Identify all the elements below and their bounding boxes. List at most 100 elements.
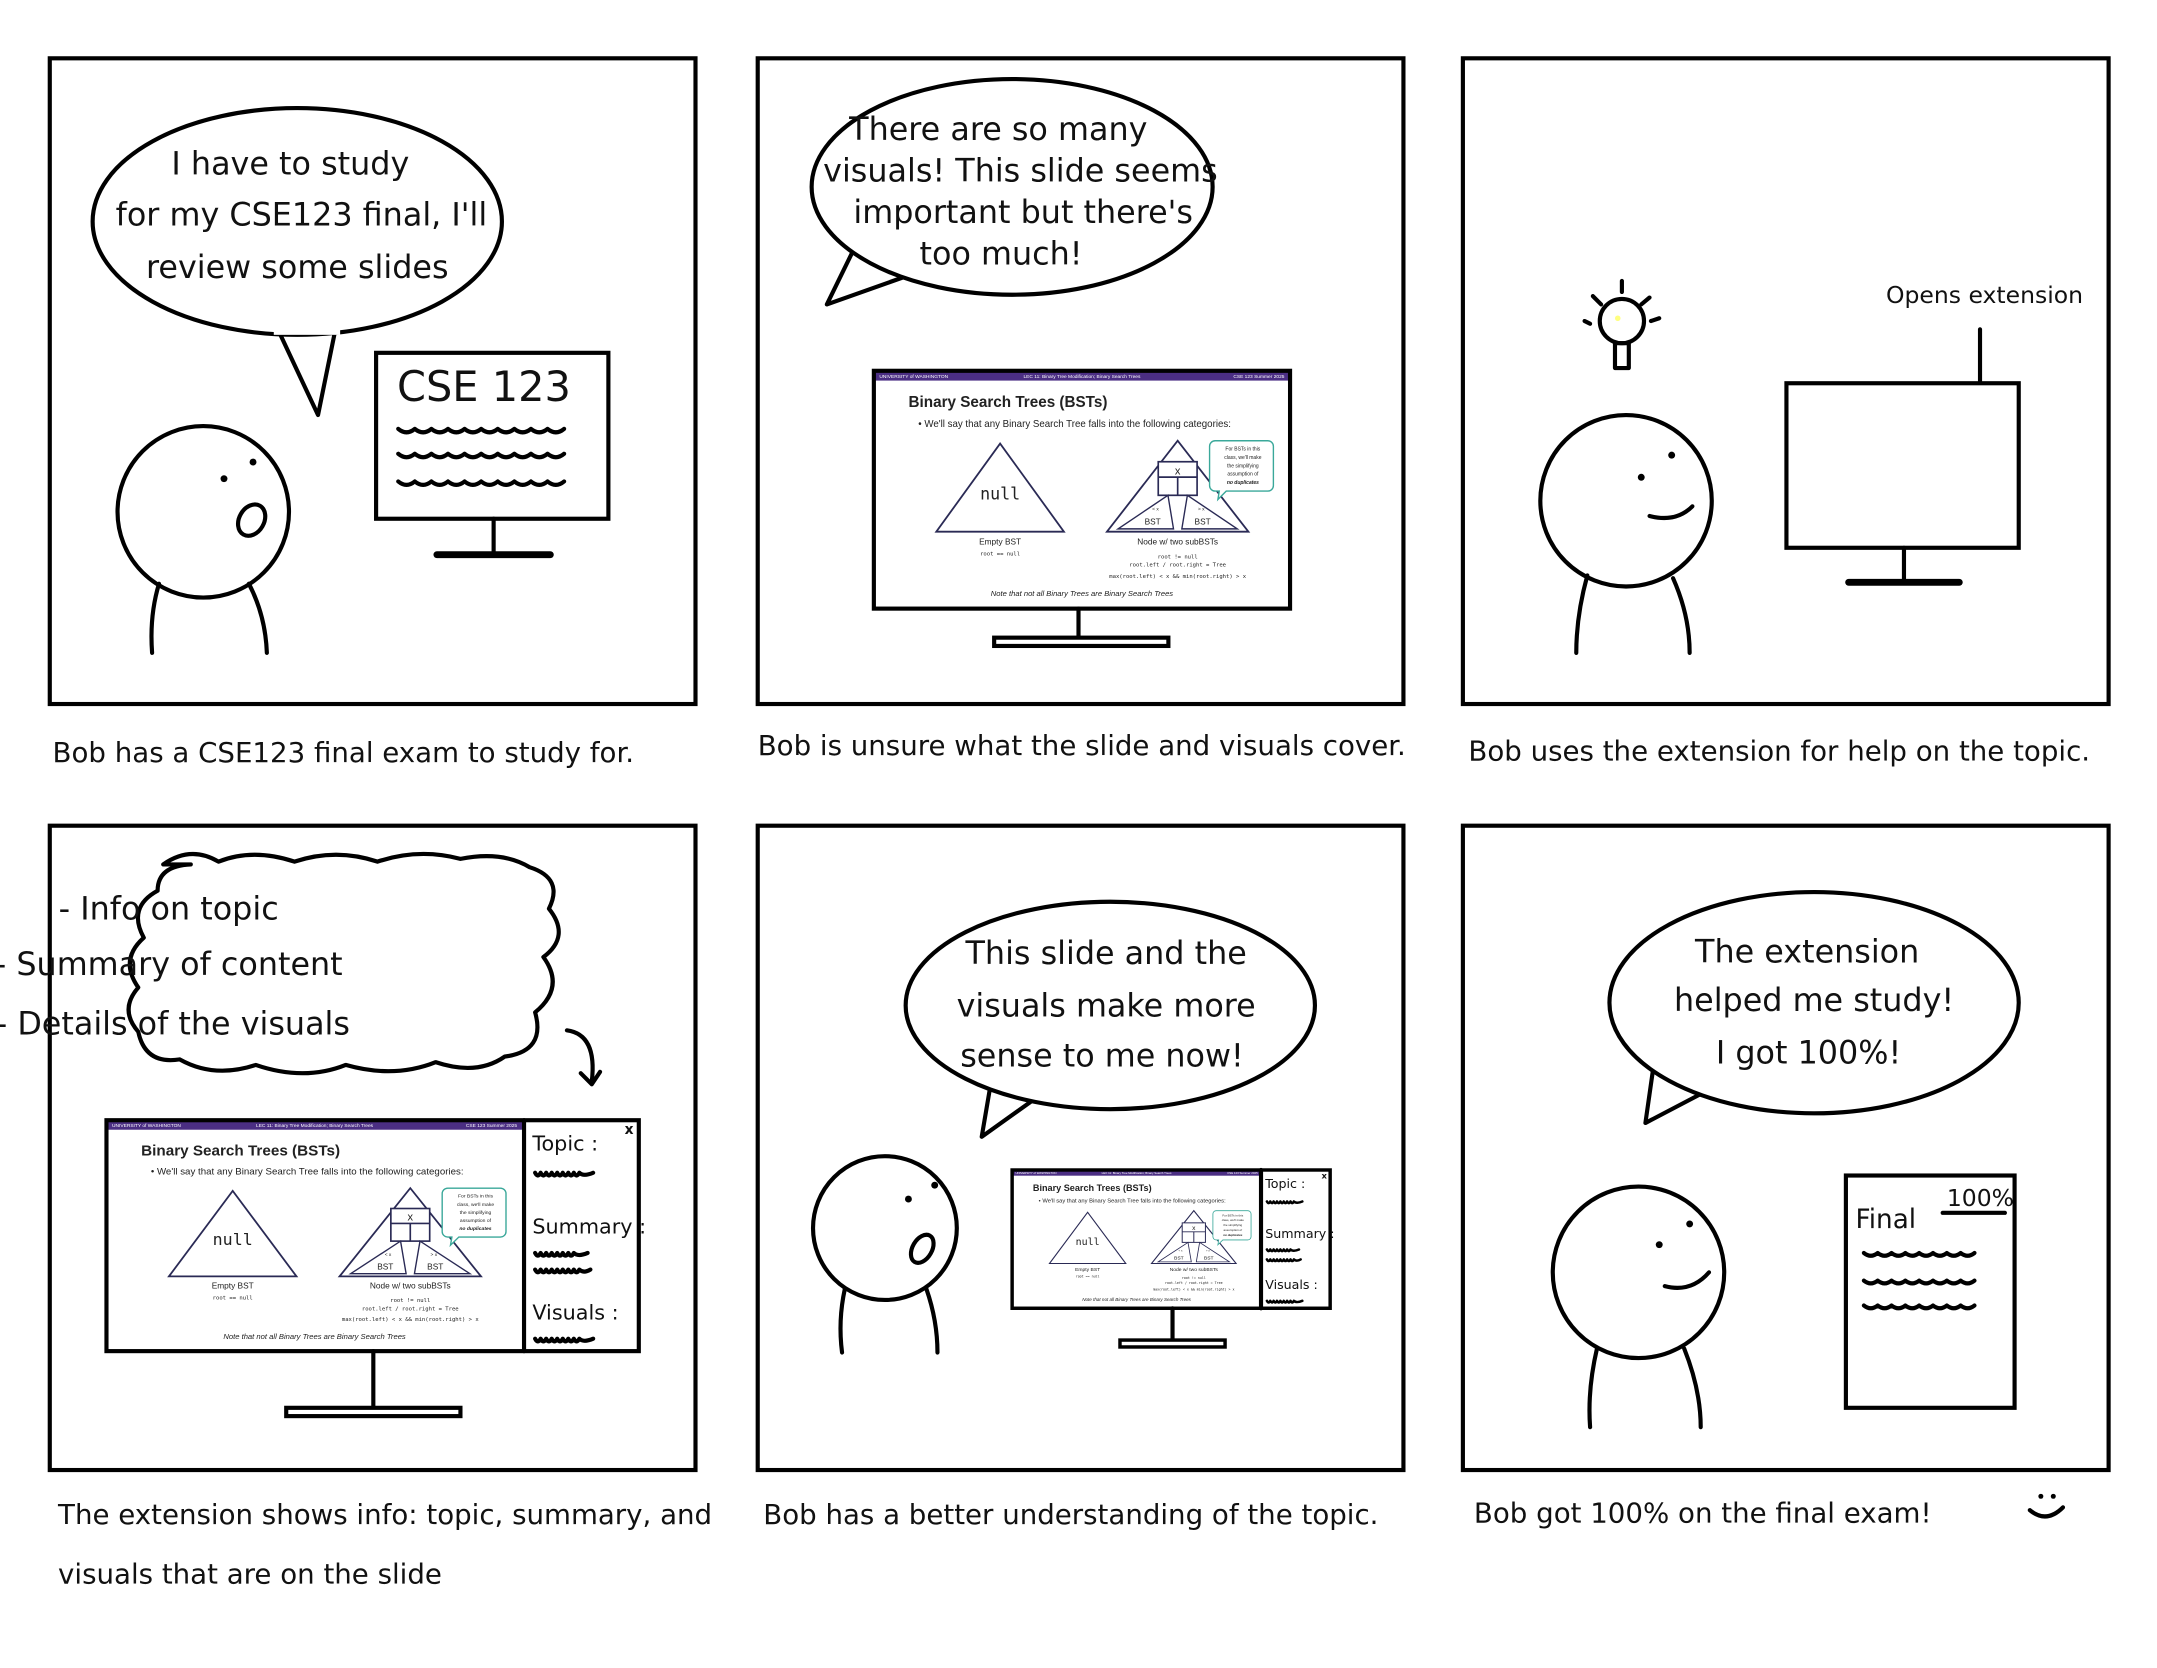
svg-text:class, we'll make: class, we'll make bbox=[457, 1202, 495, 1208]
exam-paper: Final 100% bbox=[1843, 1173, 2017, 1410]
svg-text:This slide and the: This slide and the bbox=[965, 935, 1247, 972]
caption: Bob has a CSE123 final exam to study for… bbox=[53, 736, 635, 769]
caption: Bob has a better understanding of the to… bbox=[763, 1498, 1378, 1531]
surprised-mouth bbox=[908, 1232, 936, 1265]
caption: The extension shows info: topic, summary… bbox=[57, 1498, 712, 1531]
svg-text:Note that not all Binary Trees: Note that not all Binary Trees are Binar… bbox=[1082, 1297, 1191, 1302]
extension-panel: x Topic : Summary : Visuals : bbox=[1261, 1169, 1335, 1309]
bob-character bbox=[115, 424, 292, 655]
svg-text:important but there's: important but there's bbox=[853, 194, 1193, 231]
svg-text:sense to me now!: sense to me now! bbox=[960, 1037, 1244, 1074]
slide-title: Binary Search Trees (BSTs) bbox=[1033, 1183, 1152, 1193]
svg-text:LEC 11: Binary Tree Modificati: LEC 11: Binary Tree Modification; Binary… bbox=[1023, 374, 1140, 380]
caption: visuals that are on the slide bbox=[58, 1557, 442, 1590]
svg-text:< x: < x bbox=[1179, 1248, 1184, 1252]
slide-header-bar bbox=[1012, 1169, 1262, 1176]
svg-text:no duplicates: no duplicates bbox=[459, 1226, 491, 1232]
slide-title: Binary Search Trees (BSTs) bbox=[141, 1143, 340, 1160]
close-icon: x bbox=[1322, 1170, 1328, 1180]
svg-text:Empty BST: Empty BST bbox=[979, 536, 1021, 546]
svg-text:visuals! This slide seems: visuals! This slide seems bbox=[823, 152, 1218, 189]
thought-cloud bbox=[126, 851, 561, 1076]
svg-text:x: x bbox=[408, 1212, 414, 1224]
smile bbox=[1662, 1270, 1712, 1290]
callout-bubble bbox=[1212, 1210, 1252, 1247]
svg-text:LEC 11: Binary Tree Modificati: LEC 11: Binary Tree Modification; Binary… bbox=[1102, 1171, 1172, 1175]
svg-text:For BSTs in this: For BSTs in this bbox=[458, 1194, 493, 1200]
svg-text:BST: BST bbox=[1145, 517, 1161, 527]
slide-title: Binary Search Trees (BSTs) bbox=[909, 394, 1108, 411]
smiley-icon bbox=[2027, 1493, 2066, 1519]
empty-bst-triangle bbox=[934, 442, 1066, 533]
svg-text:no duplicates: no duplicates bbox=[1227, 480, 1259, 486]
svg-text:UNIVERSITY of WASHINGTON: UNIVERSITY of WASHINGTON bbox=[1015, 1171, 1056, 1175]
svg-text:max(root.left) < x && min(root: max(root.left) < x && min(root.right) > … bbox=[1153, 1287, 1234, 1291]
svg-text:no duplicates: no duplicates bbox=[1223, 1233, 1242, 1237]
svg-text:For BSTs in this: For BSTs in this bbox=[1225, 447, 1260, 453]
annotation: Opens extension bbox=[1886, 281, 2083, 309]
svg-text:root != null: root != null bbox=[1182, 1276, 1206, 1280]
svg-text:root.left / root.right = Tree: root.left / root.right = Tree bbox=[1129, 563, 1226, 569]
empty-bst-triangle bbox=[167, 1189, 299, 1278]
svg-text:< x: < x bbox=[385, 1252, 392, 1258]
panel-2: There are so many visuals! This slide se… bbox=[755, 56, 1406, 762]
svg-text:null: null bbox=[213, 1230, 253, 1249]
svg-text:> x: > x bbox=[1198, 507, 1205, 513]
svg-text:root == null: root == null bbox=[1076, 1274, 1100, 1278]
svg-text:root != null: root != null bbox=[390, 1298, 430, 1304]
svg-text:BST: BST bbox=[1195, 517, 1211, 527]
caption: Bob got 100% on the final exam! bbox=[1474, 1497, 1932, 1530]
svg-text:root == null: root == null bbox=[980, 551, 1020, 557]
svg-text:Summary :: Summary : bbox=[532, 1215, 646, 1239]
svg-text:for my CSE123 final, I'll: for my CSE123 final, I'll bbox=[116, 197, 488, 234]
svg-text:Topic :: Topic : bbox=[1264, 1176, 1305, 1191]
lecture-slide: UNIVERSITY of WASHINGTON LEC 11: Binary … bbox=[106, 1120, 523, 1352]
score: 100% bbox=[1947, 1184, 2014, 1212]
caption: Bob uses the extension for help on the t… bbox=[1468, 735, 2090, 768]
svg-text:I got 100%!: I got 100%! bbox=[1716, 1035, 1901, 1072]
svg-text:• We'll say that any Binary Se: • We'll say that any Binary Search Tree … bbox=[918, 419, 1231, 430]
speech-bubble bbox=[1607, 889, 2021, 1116]
svg-text:visuals make more: visuals make more bbox=[957, 988, 1256, 1025]
callout-bubble bbox=[1208, 440, 1275, 502]
svg-text:- Summary of content: - Summary of content bbox=[0, 946, 343, 983]
svg-text:CSE 123: CSE 123 bbox=[397, 362, 571, 411]
svg-text:x: x bbox=[1175, 465, 1181, 477]
svg-text:Visuals :: Visuals : bbox=[532, 1300, 618, 1324]
svg-text:LEC 11: Binary Tree Modificati: LEC 11: Binary Tree Modification; Binary… bbox=[256, 1123, 374, 1129]
svg-text:BST: BST bbox=[377, 1263, 393, 1272]
svg-text:assumption of: assumption of bbox=[1227, 472, 1259, 478]
svg-text:- Details of the visuals: - Details of the visuals bbox=[0, 1005, 350, 1042]
svg-text:root.left / root.right = Tree: root.left / root.right = Tree bbox=[1165, 1281, 1223, 1285]
svg-text:BST: BST bbox=[1174, 1255, 1184, 1261]
svg-text:Empty BST: Empty BST bbox=[1075, 1267, 1100, 1273]
lightbulb-icon bbox=[1582, 278, 1662, 371]
svg-text:For BSTs in this: For BSTs in this bbox=[1222, 1213, 1243, 1217]
svg-text:- Info on topic: - Info on topic bbox=[59, 891, 279, 928]
bob-character bbox=[1538, 412, 1714, 655]
svg-text:class, we'll make: class, we'll make bbox=[1222, 1218, 1245, 1222]
svg-text:root != null: root != null bbox=[1158, 554, 1198, 560]
panel-5: This slide and the visuals make more sen… bbox=[755, 823, 1406, 1531]
svg-text:class, we'll make: class, we'll make bbox=[1224, 455, 1261, 461]
monitor: UNIVERSITY of WASHINGTON LEC 11: Binary … bbox=[104, 1118, 646, 1419]
panel-4: - Info on topic - Summary of content - D… bbox=[0, 823, 712, 1590]
callout-bubble bbox=[441, 1187, 507, 1248]
panel-1: I have to study for my CSE123 final, I'l… bbox=[47, 56, 698, 769]
svg-text:CSE 123 Summer 2025: CSE 123 Summer 2025 bbox=[1227, 1171, 1258, 1175]
svg-text:< x: < x bbox=[1152, 507, 1159, 513]
svg-text:the simplifying: the simplifying bbox=[1223, 1223, 1242, 1227]
bob-character bbox=[1550, 1184, 1727, 1430]
svg-text:max(root.left) < x && min(root: max(root.left) < x && min(root.right) > … bbox=[342, 1317, 479, 1323]
svg-text:max(root.left) < x && min(root: max(root.left) < x && min(root.right) > … bbox=[1109, 574, 1246, 580]
svg-text:Topic :: Topic : bbox=[531, 1132, 598, 1156]
caption: Bob is unsure what the slide and visuals… bbox=[758, 729, 1406, 762]
svg-text:too much!: too much! bbox=[920, 235, 1083, 272]
svg-text:review some slides: review some slides bbox=[146, 249, 448, 286]
svg-text:helped me study!: helped me study! bbox=[1674, 982, 1954, 1019]
svg-text:UNIVERSITY of WASHINGTON: UNIVERSITY of WASHINGTON bbox=[879, 374, 948, 380]
svg-text:> x: > x bbox=[431, 1252, 438, 1258]
slide-header-bar bbox=[873, 370, 1291, 381]
empty-bst-triangle bbox=[1048, 1211, 1127, 1265]
